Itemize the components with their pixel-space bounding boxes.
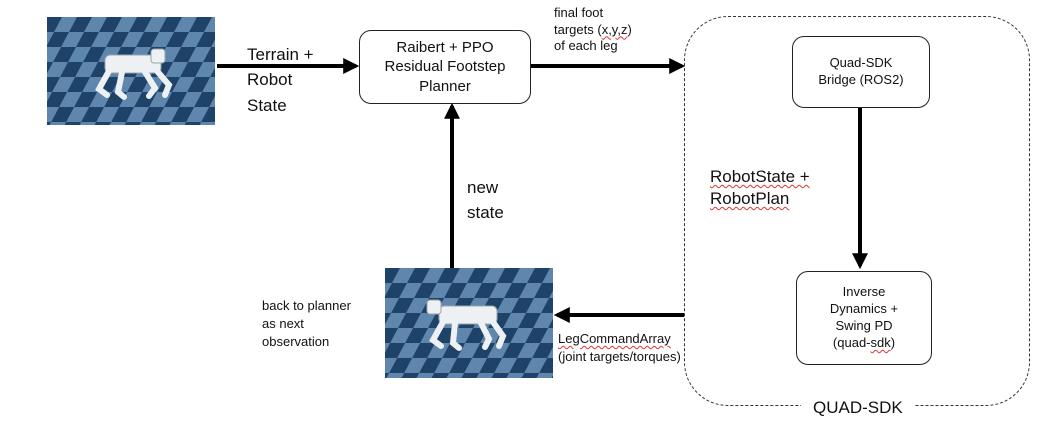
cluster-label: QUAD-SDK <box>801 398 915 418</box>
robot-dog-icon <box>426 299 507 351</box>
back-to-planner-label: back to planner as next observation <box>262 298 351 350</box>
robot-dog-icon <box>95 48 173 100</box>
simulation-image-bottom <box>385 268 553 378</box>
leg-command-label: LegCommandArray (joint targets/torques) <box>558 331 681 364</box>
terrain-robot-state-label: Terrain + Robot State <box>247 45 314 115</box>
simulation-image-top <box>47 17 215 125</box>
foot-targets-label: final foot targets (x,y,z) of each leg <box>554 5 632 54</box>
new-state-label: new state <box>467 178 504 222</box>
planner-node: Raibert + PPO Residual Footstep Planner <box>359 30 531 104</box>
robotstate-robotplan-label: RobotState + RobotPlan <box>710 167 810 209</box>
inverse-label: Inverse Dynamics + Swing PD (quad-sdk) <box>829 284 899 350</box>
planner-label: Raibert + PPO Residual Footstep Planner <box>384 38 506 95</box>
bridge-label: Quad-SDK Bridge (ROS2) <box>818 55 904 87</box>
bridge-node: Quad-SDK Bridge (ROS2) <box>792 36 930 108</box>
inverse-dynamics-node: Inverse Dynamics + Swing PD (quad-sdk) <box>796 271 932 365</box>
